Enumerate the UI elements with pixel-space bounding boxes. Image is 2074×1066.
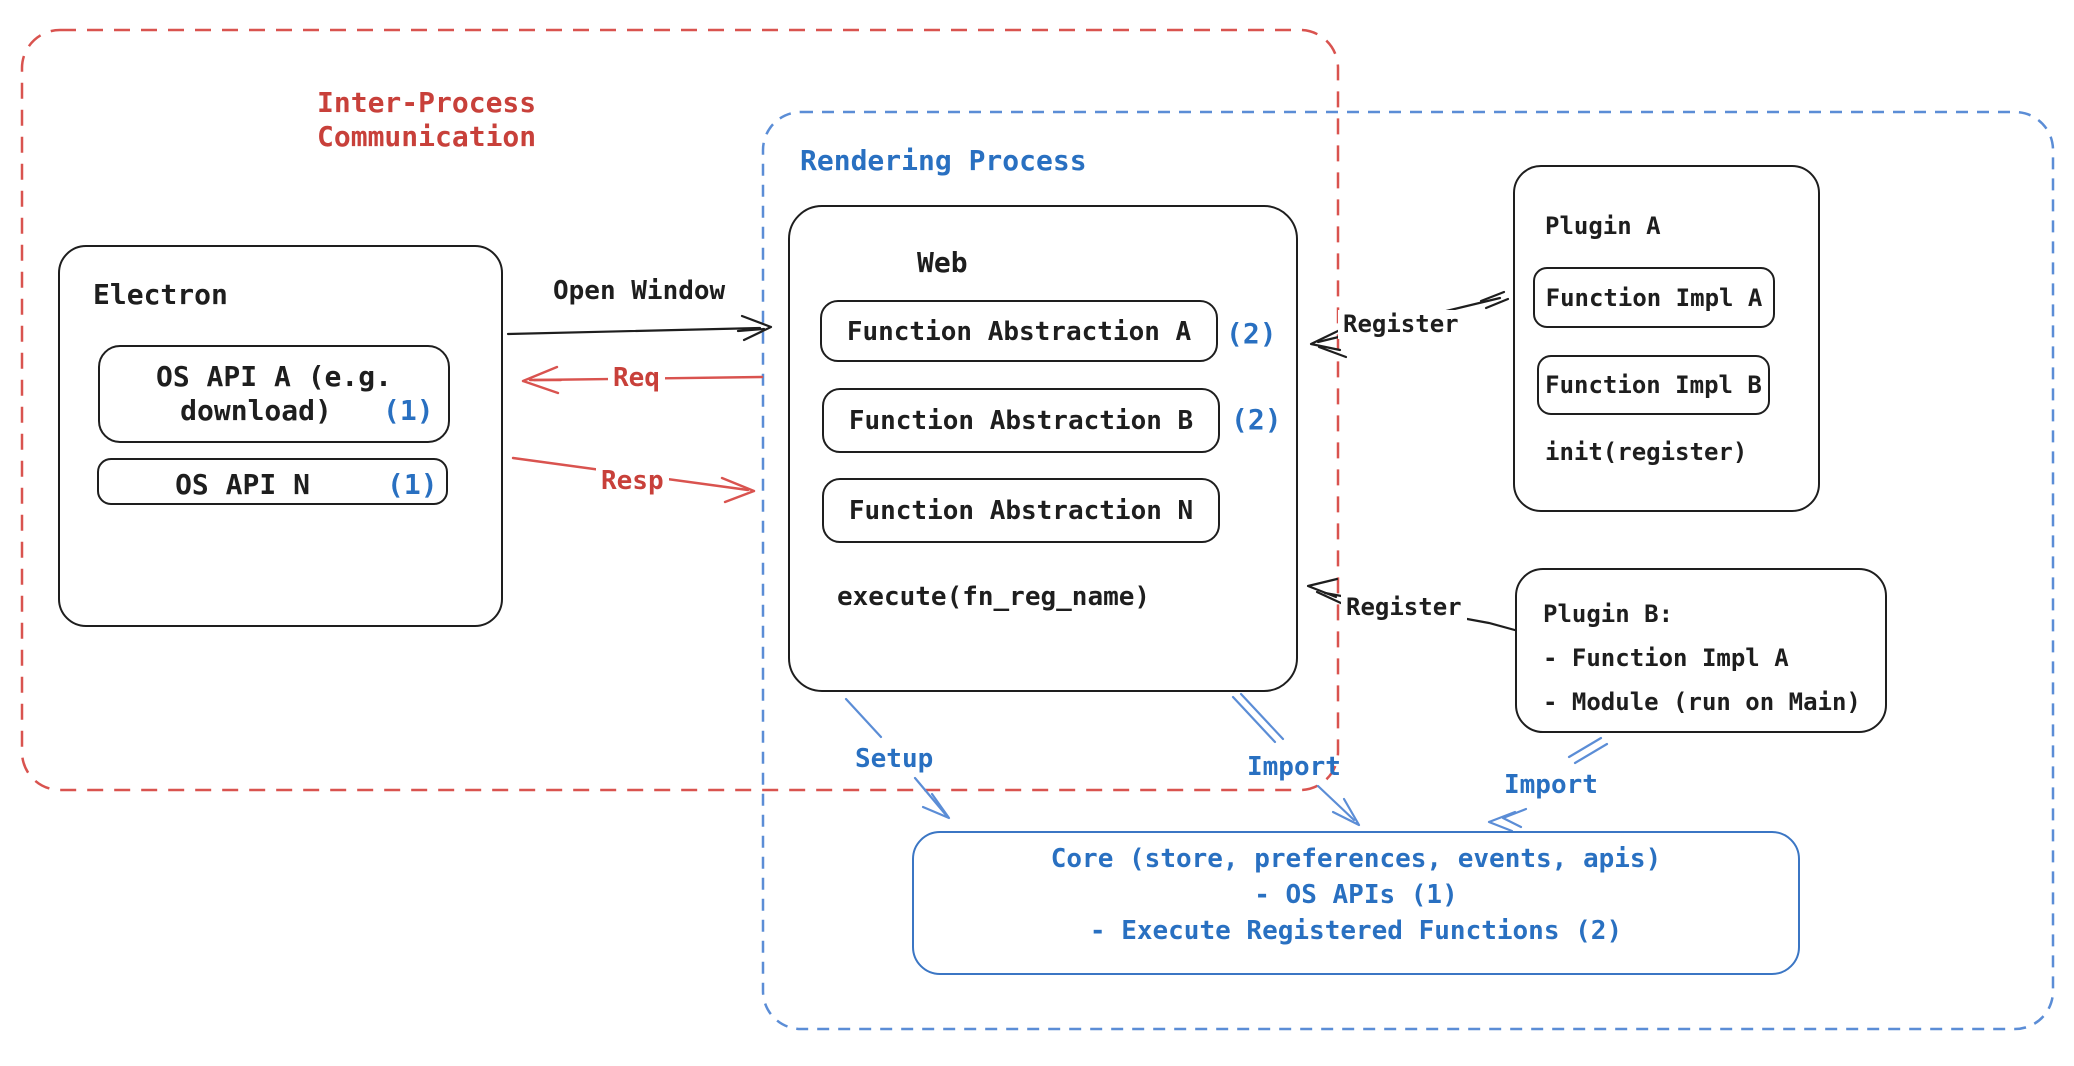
function-impl-b-label: Function Impl B [1545, 371, 1762, 399]
open-window-arrow [506, 326, 762, 336]
import-plugin-arrow [1567, 736, 1609, 765]
core-content: Core (store, preferences, events, apis) -… [912, 841, 1800, 949]
function-impl-a-box [1533, 267, 1775, 328]
open-window-label: Open Window [553, 276, 726, 306]
ipc-label-line2: Communication [317, 120, 537, 153]
function-abstraction-n-box [822, 478, 1220, 543]
register-top-label: Register [1338, 310, 1464, 339]
import-web-label: Import [1247, 752, 1341, 782]
req-arrowhead-icon [521, 365, 563, 395]
plugin-a-box [1513, 165, 1820, 512]
ipc-label-line1: Inter-Process [317, 86, 537, 119]
function-abstraction-a-label: Function Abstraction A [846, 317, 1192, 347]
import-web-arrowhead-icon [1331, 797, 1361, 827]
rendering-region-label: Rendering Process [800, 144, 1087, 177]
function-abstraction-b-label: Function Abstraction B [848, 406, 1194, 436]
setup-arrow [844, 697, 948, 817]
plugin-b-title: Plugin B: [1543, 600, 1674, 628]
os-api-n-badge: (1) [387, 468, 438, 501]
open-window-arrowhead-icon [736, 314, 773, 342]
resp-label: Resp [596, 466, 669, 498]
ipc-dashed-region [20, 28, 1340, 792]
os-api-a-label-line1: OS API A (e.g. [155, 360, 392, 393]
register-bottom-label: Register [1341, 593, 1467, 622]
web-title: Web [917, 246, 968, 279]
register-top-tail-icon [1479, 290, 1510, 310]
import-web-arrow [1231, 692, 1356, 822]
import-plugin-label: Import [1504, 770, 1598, 800]
core-box [912, 831, 1800, 975]
plugin-a-init-label: init(register) [1545, 438, 1748, 466]
function-abstraction-n-label: Function Abstraction N [848, 496, 1194, 526]
setup-arrowhead-icon [921, 792, 951, 820]
os-api-n-label: OS API N [175, 468, 310, 501]
import-plugin-arrowhead-icon [1487, 807, 1528, 833]
core-line1: Core (store, preferences, events, apis) [1050, 844, 1662, 874]
function-abstraction-b-badge: (2) [1231, 403, 1282, 436]
register-top-arrowhead-icon [1309, 328, 1348, 359]
execute-call-label: execute(fn_reg_name) [837, 582, 1151, 612]
plugin-b-item2: - Module (run on Main) [1543, 688, 1861, 716]
plugin-b-box [1515, 568, 1887, 733]
os-api-a-badge: (1) [383, 394, 434, 427]
plugin-b-item1: - Function Impl A [1543, 644, 1789, 672]
function-abstraction-a-box [820, 300, 1218, 362]
req-label: Req [608, 363, 665, 395]
core-line3: - Execute Registered Functions (2) [1089, 916, 1623, 946]
os-api-n-box [97, 458, 448, 505]
function-abstraction-a-badge: (2) [1226, 317, 1277, 350]
function-abstraction-b-box [822, 388, 1220, 453]
plugin-b-content: Plugin B: - Function Impl A - Module (run … [1543, 592, 1861, 724]
function-impl-a-label: Function Impl A [1545, 284, 1763, 312]
electron-title: Electron [93, 278, 228, 311]
os-api-a-box [98, 345, 450, 443]
resp-arrowhead-icon [720, 476, 756, 504]
plugin-a-title: Plugin A [1545, 212, 1661, 240]
os-api-a-label-line2: download) [180, 394, 332, 427]
core-line2: - OS APIs (1) [1254, 880, 1458, 910]
register-bottom-arrowhead-icon [1306, 577, 1345, 606]
setup-label: Setup [855, 744, 934, 774]
function-impl-b-box [1537, 355, 1770, 415]
rendering-dashed-region [761, 110, 2055, 1031]
